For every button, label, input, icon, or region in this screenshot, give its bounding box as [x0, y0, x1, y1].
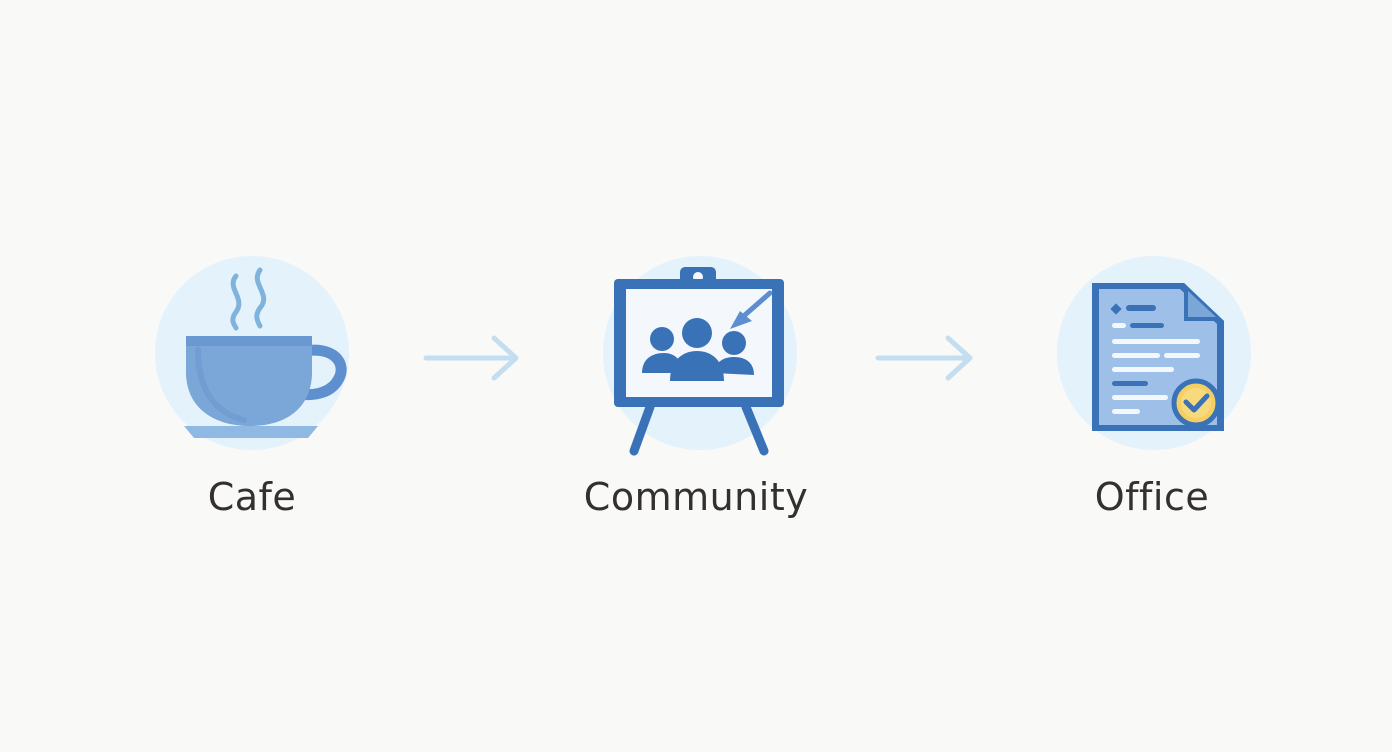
step-office: Office: [1022, 245, 1282, 545]
approved-document-icon: [1092, 283, 1224, 431]
arrow-right-icon: [423, 335, 519, 381]
coffee-cup-icon: [184, 267, 347, 438]
arrow-right-icon: [875, 335, 973, 381]
step-label-cafe: Cafe: [207, 475, 297, 519]
presentation-board-group-icon: [614, 267, 784, 456]
step-community: Community: [566, 245, 826, 545]
step-cafe: Cafe: [122, 245, 382, 545]
step-label-office: Office: [1094, 475, 1210, 519]
step-label-community: Community: [583, 475, 809, 519]
